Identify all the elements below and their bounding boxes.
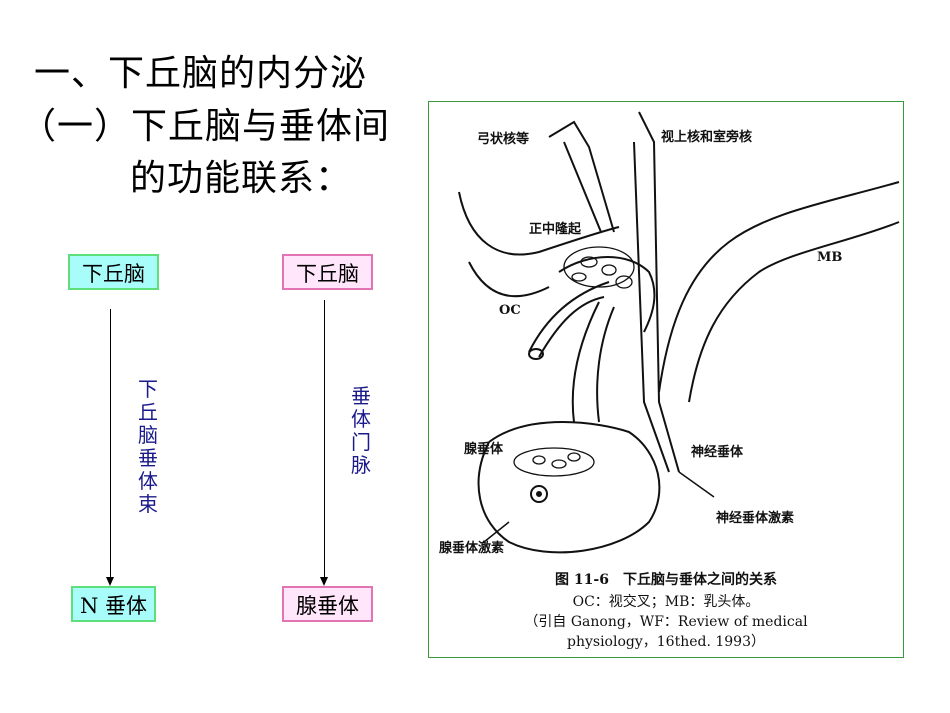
heading-line-3: 的功能联系： [130, 158, 353, 199]
arrow-right [320, 300, 328, 586]
caption-line-3: （引自 Ganong，WF：Review of medical [524, 614, 808, 630]
anatomy-sketch [458, 111, 900, 554]
hypothalamus-box-right: 下丘脑 [282, 254, 373, 290]
label-neuro-hormone: 神经垂体激素 [716, 511, 795, 526]
caption-line-2: OC：视交叉；MB：乳头体。 [572, 594, 760, 610]
heading-line-1: 一、下丘脑的内分泌 [34, 53, 368, 94]
adenohypophysis-box: 腺垂体 [282, 586, 373, 622]
neurohypophysis-box: N 垂体 [71, 586, 156, 622]
label-supraoptic: 视上核和室旁核 [661, 130, 753, 145]
label-mb: MB [817, 250, 843, 265]
arrow-left [106, 309, 114, 586]
label-oc: OC [499, 303, 521, 318]
label-median-eminence: 正中隆起 [529, 222, 582, 237]
caption-line-1: 图 11-6 下丘脑与垂体之间的关系 [555, 572, 777, 588]
label-adenohypophysis: 腺垂体 [464, 442, 504, 457]
label-adeno-hormone: 腺垂体激素 [439, 541, 505, 556]
label-arcuate: 弓状核等 [477, 132, 530, 147]
pathway-label-left: 下丘脑垂体束 [138, 377, 158, 516]
heading-line-2: （一）下丘脑与垂体间 [20, 106, 391, 147]
label-neurohypophysis: 神经垂体 [691, 445, 744, 460]
hypothalamus-box-left: 下丘脑 [68, 254, 159, 290]
hypothalamus-pituitary-figure: 弓状核等 视上核和室旁核 正中隆起 MB OC 腺垂体 神经垂体 神经垂体激素 … [428, 101, 904, 658]
pathway-label-right: 垂体门脉 [351, 384, 371, 477]
caption-line-4: physiology，16thed. 1993） [567, 634, 765, 650]
